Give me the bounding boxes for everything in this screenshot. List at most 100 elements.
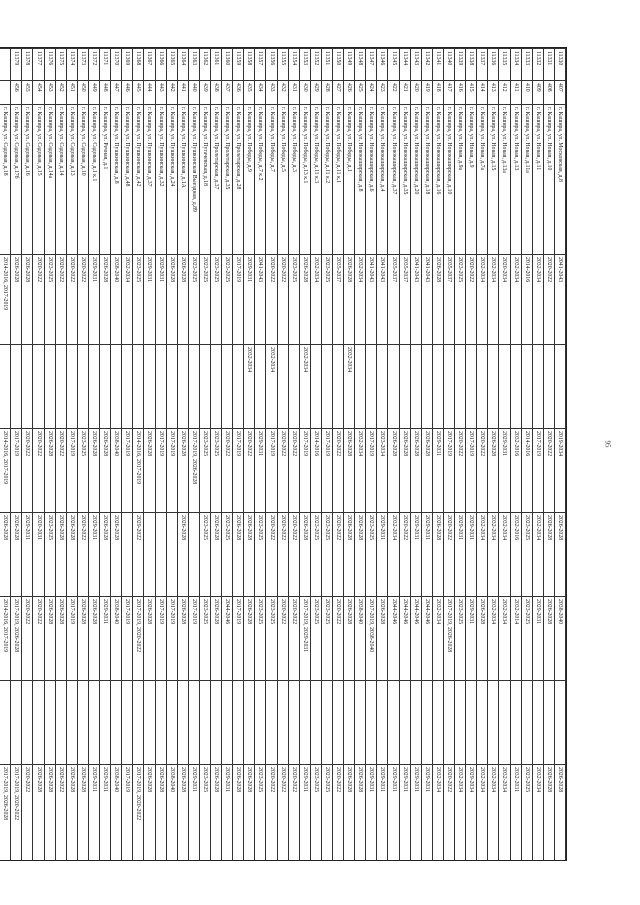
table-cell: г. Кашира, ул. Победы, д.11 к.1 <box>332 104 344 255</box>
table-cell: 2026-2028 <box>66 764 78 861</box>
table-cell: 2023-2025 <box>521 512 533 597</box>
table-cell <box>88 344 100 429</box>
table-cell: 2029-2031 <box>299 764 311 861</box>
table-cell: 2017-2019 <box>232 428 244 513</box>
table-cell: 11350 <box>332 48 344 81</box>
table-cell <box>443 680 455 765</box>
table-cell: 11338 <box>465 48 477 81</box>
table-cell: 2035-2037 <box>443 254 455 345</box>
table-cell <box>254 680 266 765</box>
table-cell: 2017-2019, 2020-2022 <box>132 596 144 681</box>
table-cell: 2026-2028 <box>110 512 122 597</box>
table-cell: 2020-2022 <box>288 596 300 681</box>
table-cell: 408 <box>543 80 555 105</box>
table-cell: 2023-2025 <box>221 512 233 597</box>
table-cell: г. Кашира, ул. Пролетарская, д.37 <box>210 104 222 255</box>
table-cell: 426 <box>343 80 355 105</box>
table-cell: 2032-2034 <box>487 254 499 345</box>
table-cell: 2023-2025 <box>199 512 211 597</box>
table-cell: 2026-2028 <box>55 596 67 681</box>
table-cell: 2026-2028 <box>432 254 444 345</box>
table-cell: г. Кашира, ул. Пушкинская, д.42 <box>132 104 144 255</box>
table-cell <box>166 344 178 429</box>
table-cell: 423 <box>376 80 388 105</box>
table-cell <box>21 680 33 765</box>
table-cell <box>66 680 78 765</box>
table-cell: 2014-2016 <box>310 428 322 513</box>
table-cell <box>10 344 22 429</box>
table-cell: 442 <box>166 80 178 105</box>
table-cell: 2032-2034 <box>299 344 311 429</box>
table-cell: 455 <box>21 80 33 105</box>
table-cell <box>332 344 344 429</box>
table-cell: г. Кашира, ул. Новокаширская, д.6 <box>365 104 377 255</box>
table-cell: г. Кашира, ул. Новая, д.9а <box>454 104 466 255</box>
table-cell: 2026-2028 <box>543 596 555 681</box>
table-cell <box>77 344 89 429</box>
table-cell <box>321 344 333 429</box>
table-cell: 2032-2014 <box>510 596 522 681</box>
table-cell: 449 <box>88 80 100 105</box>
table-cell: 2032-2034 <box>265 344 278 429</box>
table-cell <box>554 344 566 429</box>
table-cell: 11354 <box>288 48 300 81</box>
table-cell: 419 <box>421 80 433 105</box>
table-cell: 429 <box>310 80 322 105</box>
table-cell: 412 <box>498 80 511 105</box>
table-cell <box>166 680 178 765</box>
table-cell <box>132 344 144 429</box>
table-cell: 2020-2022 <box>332 512 344 597</box>
table-cell <box>232 344 244 429</box>
table-cell <box>410 344 422 429</box>
table-cell: г. Кашира, ул. Новокаширская, д.16 <box>432 104 444 255</box>
table-cell: 2041-2043 <box>554 254 566 345</box>
table-cell <box>221 680 233 765</box>
table-cell: г. Кашира, ул. Пугачевская, д.18 <box>199 104 211 255</box>
table-cell: 2026-2028 <box>77 596 89 681</box>
table-cell: 2017-2019, 2026-2028 <box>0 764 11 861</box>
table-cell: 2020-2022 <box>443 764 455 861</box>
table-cell: 2017-2019, 2020-2022 <box>10 764 22 861</box>
table-cell: г. Кашира, ул. Новокаширская, д.18 <box>421 104 433 255</box>
table-cell: 11330 <box>554 48 566 81</box>
table-cell: г. Кашира, ул. Садовая, д.14 <box>55 104 67 255</box>
table-cell: 2020-2022 <box>277 254 289 345</box>
table-cell <box>421 680 433 765</box>
table-cell: г. Кашира, ул. Победы, д.11 к.2 <box>321 104 333 255</box>
table-cell: г. Кашира, ул. Новая, д.10 <box>543 104 555 255</box>
table-cell: 2020-2022 <box>288 764 300 861</box>
table-cell <box>388 344 400 429</box>
table-cell: 2029-2031 <box>465 512 477 597</box>
table-cell: 11334 <box>510 48 522 81</box>
table-cell: 2023-2025 <box>321 512 333 597</box>
table-cell: 2020-2022 <box>277 764 289 861</box>
table-cell: 2023-2025 <box>321 764 333 861</box>
table-cell: 2023-2025 <box>454 596 466 681</box>
table-cell: 2026-2028 <box>177 512 189 597</box>
table-cell: 2020-2022 <box>33 254 45 345</box>
table-cell: 2041-2043 <box>421 254 433 345</box>
table-cell: 11355 <box>277 48 289 81</box>
table-cell: 448 <box>99 80 111 105</box>
table-cell <box>221 344 233 429</box>
table-cell: 2020-2022 <box>543 254 555 345</box>
table-cell: 2029-2031 <box>88 764 100 861</box>
table-cell <box>543 344 555 429</box>
table-cell: 2026-2028 <box>232 764 244 861</box>
table-cell: 2026-2028 <box>354 512 366 597</box>
table-cell: г. Кашира, ул. Московская, д.8 <box>554 104 566 255</box>
table-cell: 2023-2025 <box>254 512 266 597</box>
table-cell: 2026-2028 <box>177 254 189 345</box>
table-cell <box>532 344 544 429</box>
table-cell: 11370 <box>110 48 122 81</box>
table-cell: 413 <box>487 80 499 105</box>
